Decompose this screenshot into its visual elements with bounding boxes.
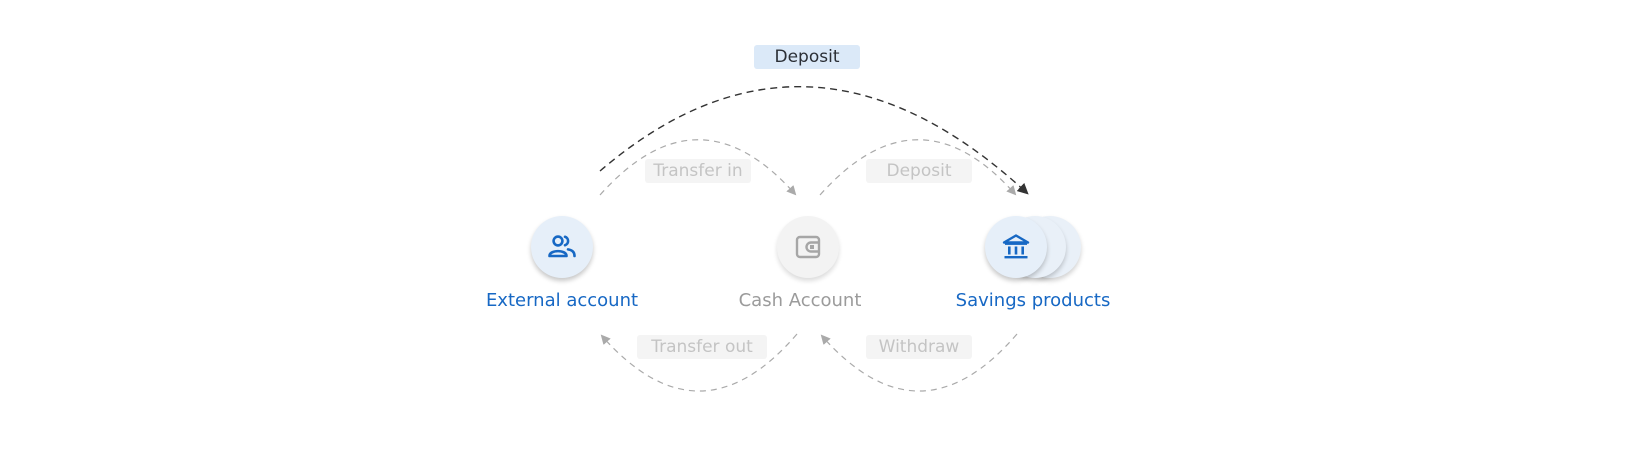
cash-account-node[interactable] <box>777 216 839 278</box>
savings-products-label: Savings products <box>955 290 1111 311</box>
external-account-label: External account <box>485 290 639 311</box>
edge-label-deposit: Deposit <box>866 159 972 183</box>
arc-deposit <box>819 139 1017 196</box>
bank-icon <box>1002 234 1030 259</box>
cash-account-label: Cash Account <box>738 290 862 311</box>
arc-withdraw <box>820 333 1018 392</box>
edge-label-withdraw: Withdraw <box>866 335 972 359</box>
arc-transfer-in <box>599 139 797 196</box>
edge-label-transfer-in: Transfer in <box>645 159 751 183</box>
edge-label-transfer-out: Transfer out <box>637 335 767 359</box>
arc-transfer-out <box>600 333 798 392</box>
people-icon <box>548 235 576 258</box>
edge-label-deposit-top: Deposit <box>754 45 860 69</box>
wallet-icon <box>795 235 821 259</box>
savings-products-node[interactable] <box>985 216 1047 278</box>
external-account-node[interactable] <box>531 216 593 278</box>
arc-deposit-top <box>599 86 1029 195</box>
